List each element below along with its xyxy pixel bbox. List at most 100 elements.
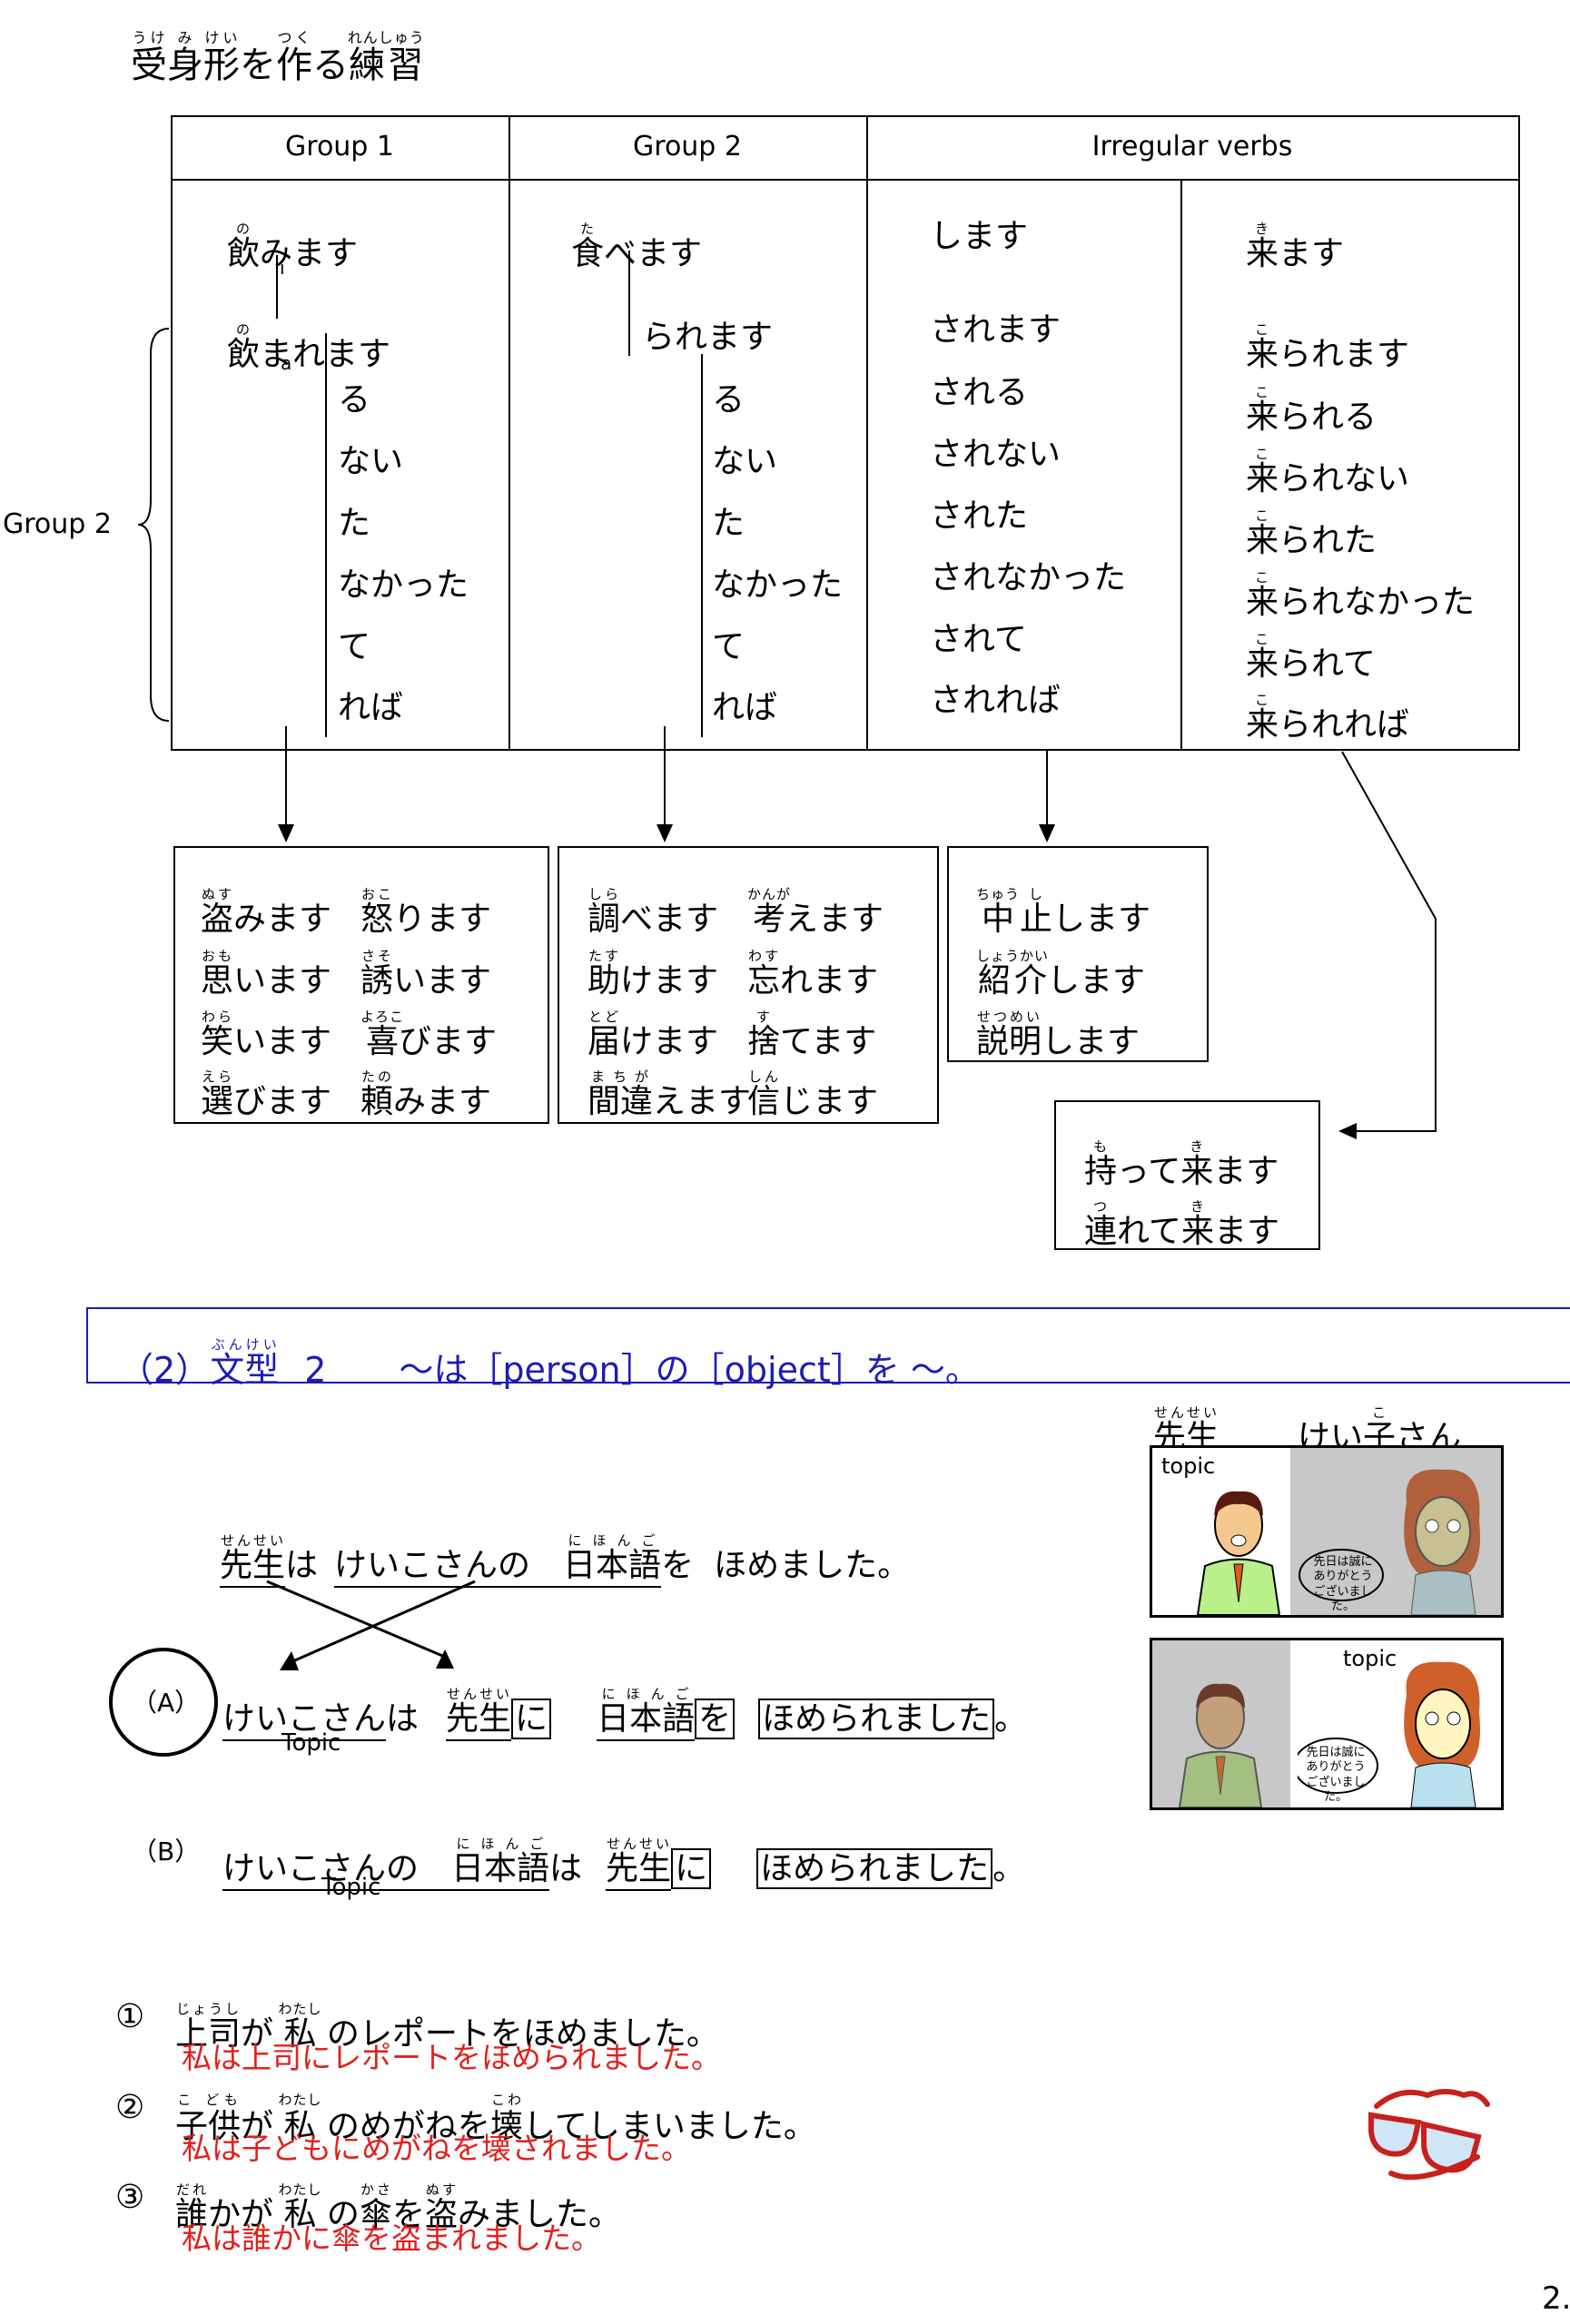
group2-form: る — [712, 381, 746, 419]
speech-bubble-text: 先日は誠にありがとうございました。 — [1313, 1555, 1373, 1613]
object-text: けいこさんの 日本語にほんご — [334, 1532, 662, 1584]
example-verb: 笑わらいます — [201, 1009, 332, 1060]
vowel-marker-a: a — [281, 352, 292, 374]
passive-verb-box: ほめられました — [758, 1699, 995, 1739]
example-verb: 喜よろこびます — [360, 1009, 498, 1060]
topic-phrase: けいこさんの 日本語にほんご — [222, 1837, 550, 1891]
kuru-examples-box: 持もって来きます連つれて来きます — [1054, 1100, 1320, 1250]
kuru-form: 来こられた — [1246, 507, 1377, 559]
object: 日本語にほんご — [597, 1688, 696, 1741]
section2-title: （2）文型ぶんけい2～は［person］の［object］を ～。 — [119, 1336, 980, 1390]
suru-form: される — [930, 374, 1029, 411]
exercise-answer: 私は子どもにめがねを壊されました。 — [182, 2131, 691, 2166]
arrow-kuru — [1341, 751, 1437, 1132]
sentence-verb: ほめました。 — [714, 1547, 911, 1584]
variant-a-label: （A） — [132, 1688, 201, 1718]
group1-form: れば — [338, 689, 404, 726]
group2-passive-form: られます — [642, 319, 774, 356]
particle-wa: は — [386, 1700, 420, 1738]
speech-bubble-text: 先日は誠にありがとうございました。 — [1306, 1746, 1366, 1804]
exercise-question: 上司じょうしが 私わたし のレポートをほめました。 — [175, 2001, 719, 2053]
topic-phrase: けいこさん — [222, 1700, 387, 1741]
group1-form: た — [338, 505, 371, 542]
example-verb: 捨すてます — [747, 1009, 877, 1060]
table-border — [171, 115, 1520, 751]
particle-ni-box: に — [671, 1848, 712, 1889]
connector-arrows — [278, 726, 1437, 1139]
header-group2: Group 2 — [633, 131, 742, 162]
ending-line — [701, 354, 703, 737]
example-verb: 持もって来きます — [1084, 1138, 1279, 1190]
particle-ni-box: に — [511, 1699, 552, 1739]
sentence-object: けいこさんの 日本語にほんご — [334, 1532, 662, 1588]
panel-teacher-topic: topic 先日は誠にありがとうございました。 — [1150, 1445, 1504, 1618]
group2-examples-box: 調しらべます考かんがえます助たすけます忘わすれます届とどけます捨すてます間違まち… — [558, 846, 939, 1124]
example-verb: 紹介しょうかいします — [976, 948, 1146, 1000]
example-verb: 思おもいます — [201, 948, 332, 1000]
group1-form: て — [338, 628, 371, 665]
example-verb: 助たすけます — [588, 948, 719, 1000]
selected-circle — [109, 1648, 218, 1757]
kuru-form: 来きます — [1246, 221, 1345, 272]
passive-verb-box: ほめられました — [756, 1848, 993, 1889]
suru-form: されて — [930, 621, 1027, 658]
example-verb: 中ちゅう止しします — [976, 886, 1151, 938]
variant-a-sentence: けいこさんは先生せんせいに日本語にほんごをほめられました。 — [222, 1686, 1028, 1741]
header-divider — [171, 179, 1518, 181]
example-verb: 間違まちがえます — [588, 1068, 752, 1120]
suru-form: します — [930, 218, 1029, 255]
example-verb: 説明せつめいします — [976, 1009, 1140, 1060]
example-verb: 調しらべます — [588, 886, 719, 938]
teacher-figure — [1178, 1683, 1263, 1807]
agent: 先生せんせい — [446, 1688, 512, 1741]
suru-form: されない — [930, 436, 1061, 473]
group2-form: なかった — [712, 566, 844, 604]
example-verb: 怒おこります — [360, 886, 492, 938]
suru-examples-box: 中ちゅう止しします紹介しょうかいします説明せつめいします — [947, 846, 1209, 1062]
kuru-form: 来こられれば — [1246, 692, 1410, 743]
suru-form: された — [930, 497, 1029, 535]
section-number: （2） — [119, 1350, 211, 1390]
suru-form: されなかった — [930, 559, 1127, 596]
suru-form: されます — [930, 311, 1061, 349]
example-verb: 届とどけます — [588, 1009, 719, 1060]
column-divider — [866, 115, 868, 749]
variant-b-label: （B） — [132, 1837, 201, 1866]
active-sentence: 先生せんせいはけいこさんの 日本語にほんごをほめました。 — [220, 1532, 911, 1588]
group2-form: た — [712, 505, 746, 542]
example-verb: 選えらびます — [201, 1068, 332, 1120]
period: 。 — [994, 1700, 1028, 1738]
kuru-form: 来こられて — [1246, 631, 1376, 683]
student-figure — [1298, 1469, 1480, 1615]
topic-caption-b: Topic — [321, 1874, 381, 1901]
group1-form: ない — [338, 443, 404, 480]
sentence-subject: 先生せんせい — [220, 1534, 286, 1588]
example-verb: 誘さそいます — [360, 948, 492, 1000]
particle-wa: は — [549, 1850, 583, 1887]
column-divider — [509, 115, 510, 749]
page-number: 2. — [1542, 2280, 1570, 2317]
group1-form: なかった — [338, 566, 469, 604]
particle-wa: は — [285, 1547, 319, 1584]
ending-line — [325, 333, 327, 737]
section2-header: （2）文型ぶんけい2～は［person］の［object］を ～。 — [86, 1307, 1570, 1390]
broken-glasses-illustration — [1368, 2089, 1490, 2181]
group2-dict-form: 食たべます — [571, 221, 703, 272]
period: 。 — [992, 1850, 1026, 1887]
group2-form: れば — [712, 689, 778, 726]
stem-line — [276, 255, 278, 319]
group2-form: て — [712, 628, 746, 665]
kuru-form: 来こられなかった — [1246, 569, 1476, 621]
vowel-marker-i: i — [280, 257, 285, 279]
agent: 先生せんせい — [606, 1837, 672, 1891]
pattern-number: 2 — [304, 1350, 327, 1390]
exercise-number: ② — [115, 2089, 145, 2126]
header-irregular: Irregular verbs — [1091, 131, 1293, 162]
suru-form: されれば — [930, 682, 1061, 719]
example-verb: 考かんがえます — [747, 886, 884, 938]
section-label: 文型ぶんけい — [210, 1336, 280, 1390]
group1-form: る — [338, 381, 371, 419]
exercise-number: ③ — [115, 2179, 145, 2216]
exercise-question: 子供こ どもが 私わたし のめがねを壊こわしてしまいました。 — [175, 2092, 816, 2145]
group2-brace — [137, 328, 170, 722]
